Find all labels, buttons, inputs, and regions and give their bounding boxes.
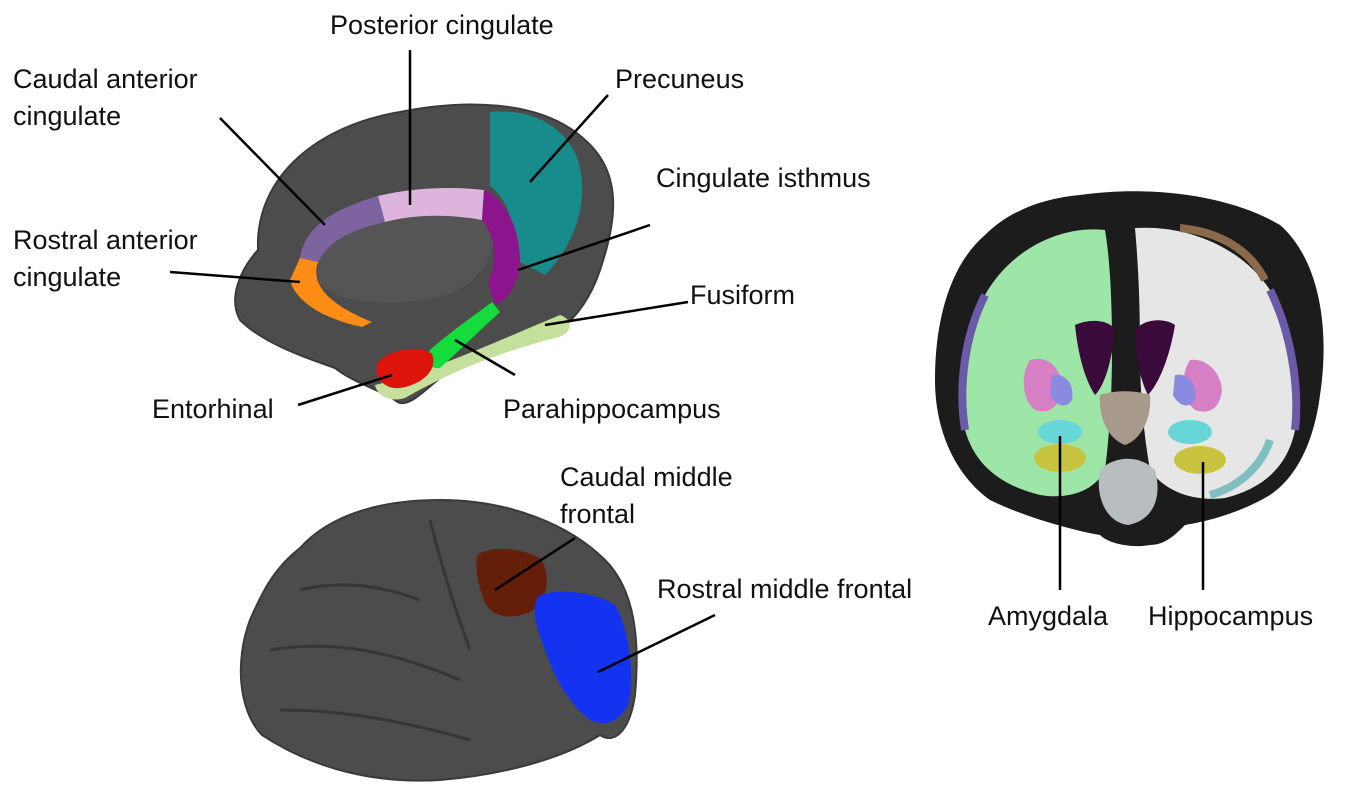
label-caudal-middle-frontal-line2: frontal xyxy=(560,498,635,531)
label-rostral-middle-frontal: Rostral middle frontal xyxy=(657,573,912,606)
medial-brain-surface xyxy=(170,50,688,405)
label-entorhinal: Entorhinal xyxy=(152,393,274,426)
right-amygdala xyxy=(1168,420,1212,444)
right-hippocampus xyxy=(1174,446,1226,474)
label-rostral-anterior-cingulate-line2: cingulate xyxy=(13,261,121,294)
lateral-brain-surface xyxy=(241,500,715,781)
label-cingulate-isthmus: Cingulate isthmus xyxy=(656,162,871,195)
label-caudal-anterior-cingulate-line2: cingulate xyxy=(13,100,121,133)
label-posterior-cingulate: Posterior cingulate xyxy=(330,9,554,42)
label-precuneus: Precuneus xyxy=(615,63,744,96)
label-caudal-anterior-cingulate-line1: Caudal anterior xyxy=(13,63,198,96)
coronal-mri-slice xyxy=(935,191,1324,590)
label-amygdala: Amygdala xyxy=(988,600,1108,633)
label-caudal-middle-frontal-line1: Caudal middle xyxy=(560,461,733,494)
label-fusiform: Fusiform xyxy=(690,279,795,312)
label-rostral-anterior-cingulate-line1: Rostral anterior xyxy=(13,224,198,257)
label-hippocampus: Hippocampus xyxy=(1148,600,1313,633)
label-parahippocampus: Parahippocampus xyxy=(503,393,721,426)
